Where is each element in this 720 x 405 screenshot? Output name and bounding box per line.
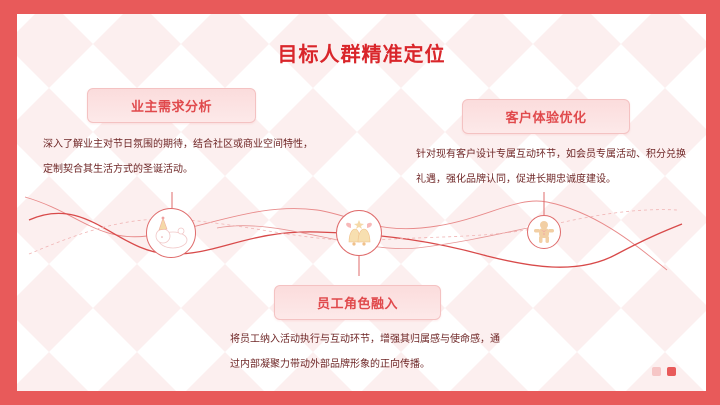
- pager-dot-previous[interactable]: [652, 367, 661, 376]
- christmas-bells-icon: [346, 220, 372, 246]
- label-customer-experience: 客户体验优化: [462, 99, 630, 134]
- node-staff-integration: [336, 210, 382, 256]
- page-title: 目标人群精准定位: [277, 42, 446, 66]
- label-staff-integration-text: 员工角色融入: [316, 297, 398, 312]
- node-customer-experience: [527, 215, 561, 249]
- customer-experience-description: 针对现有客户设计专属互动环节，如会员专属活动、积分兑换礼遇，强化品牌认同，促进长…: [416, 149, 686, 185]
- slide-canvas: 目标人群精准定位 业主需求分析 深入了解业主对节日氛围的期待，结合社区或商业空间…: [17, 14, 706, 391]
- slide-pager: [652, 367, 676, 376]
- label-owner-needs-analysis-text: 业主需求分析: [130, 100, 212, 115]
- diamond-background-pattern: [17, 14, 706, 391]
- polar-bear-party-hat-icon: [155, 216, 188, 249]
- label-customer-experience-text: 客户体验优化: [505, 111, 587, 126]
- staff-integration-description: 将员工纳入活动执行与互动环节，增强其归属感与使命感，通过内部凝聚力带动外部品牌形…: [230, 334, 500, 370]
- owner-needs-description: 深入了解业主对节日氛围的期待，结合社区或商业空间特性，定制契合其生活方式的圣诞活…: [43, 139, 313, 175]
- label-staff-integration: 员工角色融入: [274, 285, 441, 320]
- label-owner-needs-analysis: 业主需求分析: [87, 88, 256, 123]
- gingerbread-man-icon: [534, 221, 554, 243]
- node-owner-needs: [146, 208, 196, 258]
- pager-dot-current[interactable]: [667, 367, 676, 376]
